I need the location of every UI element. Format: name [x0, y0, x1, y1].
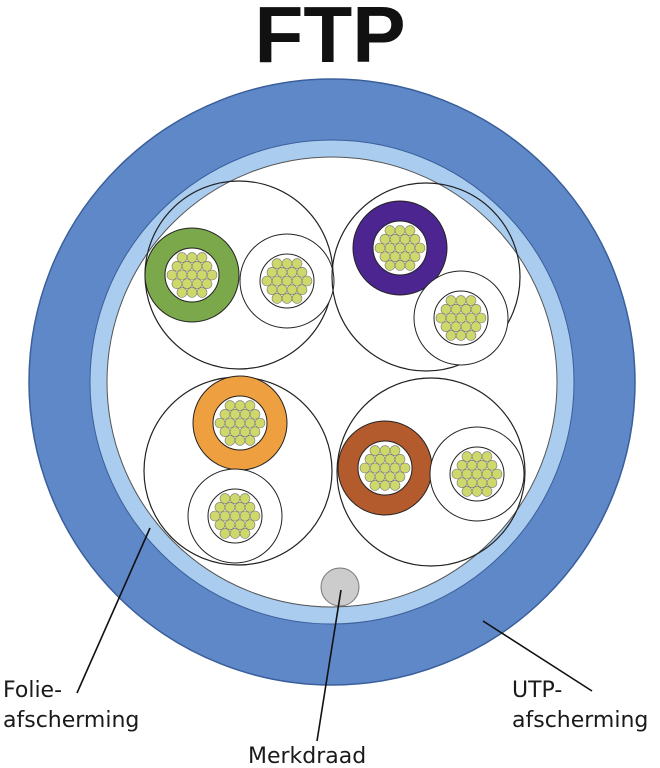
label-utp-shield-line2: afscherming: [512, 708, 648, 733]
label-utp-shield-line1: UTP-: [512, 678, 562, 703]
leader-line-utp: [482, 620, 593, 692]
pair-boundary: [336, 377, 526, 567]
label-foil-shield-line1: Folie-: [3, 678, 62, 703]
diagram-title: FTP: [254, 0, 405, 79]
label-foil-shield-line2: afscherming: [3, 708, 139, 733]
twisted-pair-1: [144, 180, 335, 370]
twisted-pair-2: [331, 182, 521, 372]
leader-line-foil: [76, 527, 151, 694]
pair-boundary: [331, 182, 521, 372]
label-drain-wire: Merkdraad: [248, 744, 366, 768]
twisted-pair-3: [143, 375, 333, 566]
leader-line-drain: [316, 589, 342, 742]
twisted-pair-4: [336, 377, 526, 567]
drain-wire: [320, 567, 360, 607]
